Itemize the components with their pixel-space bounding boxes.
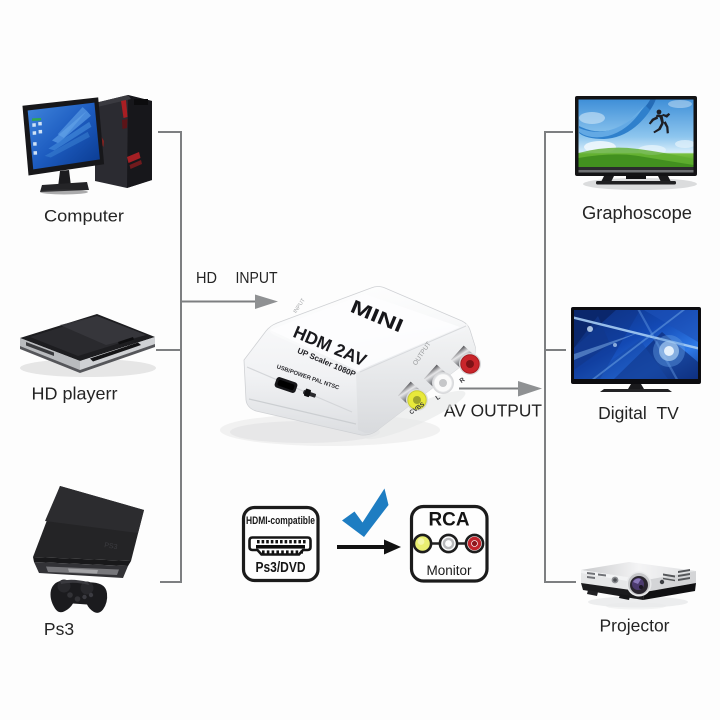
svg-text:Projector: Projector	[599, 616, 669, 636]
svg-text:Ps3/DVD: Ps3/DVD	[256, 559, 306, 576]
svg-text:Digital TV: Digital TV	[598, 403, 679, 423]
svg-text:AV OUTPUT: AV OUTPUT	[444, 401, 542, 421]
svg-text:HDMI-compatible: HDMI-compatible	[246, 515, 315, 527]
svg-text:Ps3: Ps3	[44, 619, 74, 639]
svg-text:HD playerr: HD playerr	[32, 384, 118, 404]
svg-text:RCA: RCA	[429, 510, 470, 531]
svg-text:Computer: Computer	[44, 207, 124, 226]
svg-text:Graphoscope: Graphoscope	[582, 203, 692, 223]
svg-text:HD: HD	[196, 270, 217, 287]
svg-text:PS3: PS3	[104, 542, 118, 551]
svg-text:L: L	[434, 394, 441, 402]
svg-text:R: R	[458, 376, 466, 385]
svg-text:Monitor: Monitor	[426, 563, 472, 578]
svg-text:INPUT: INPUT	[236, 270, 278, 287]
